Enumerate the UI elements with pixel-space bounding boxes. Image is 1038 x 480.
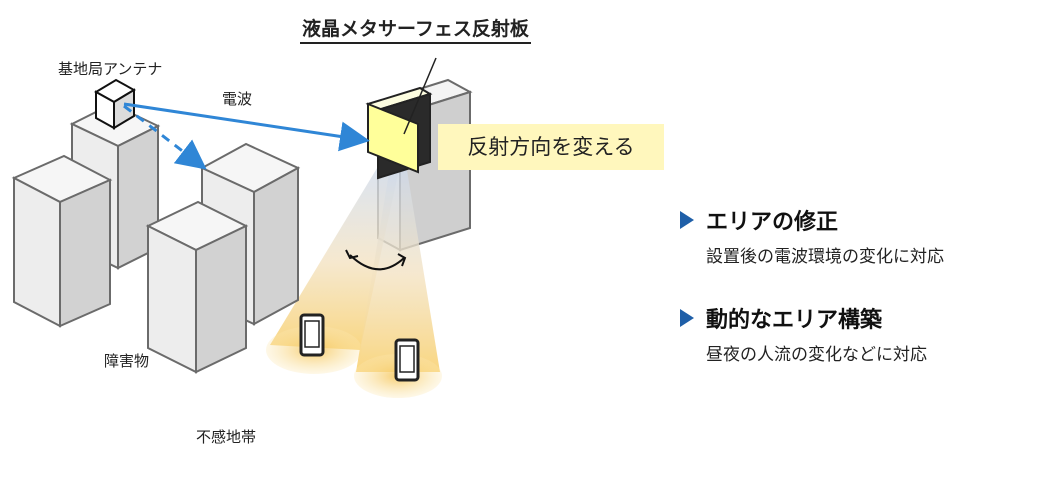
smartphone-icon xyxy=(394,338,420,382)
reflect-direction-callout: 反射方向を変える xyxy=(438,124,664,170)
building-far-left xyxy=(11,154,113,328)
base-station-antenna-icon xyxy=(94,78,136,130)
antenna-label: 基地局アンテナ xyxy=(58,60,163,78)
reflector-title: 液晶メタサーフェス反射板 xyxy=(300,14,531,44)
bullet-heading: 動的なエリア構築 xyxy=(706,308,883,333)
obstacle-label: 障害物 xyxy=(104,352,150,370)
triangle-bullet-icon xyxy=(680,211,694,229)
bullet-detail: 昼夜の人流の変化などに対応 xyxy=(706,345,927,365)
lc-metasurface-reflector xyxy=(365,86,433,180)
bullet-detail: 設置後の電波環境の変化に対応 xyxy=(706,247,944,267)
bullet-area-correction: エリアの修正 設置後の電波環境の変化に対応 xyxy=(680,204,944,267)
dead-zone-label: 不感地帯 xyxy=(196,428,257,446)
wave-label: 電波 xyxy=(222,90,253,108)
bullet-heading: エリアの修正 xyxy=(706,210,839,235)
bullet-dynamic-area: 動的なエリア構築 昼夜の人流の変化などに対応 xyxy=(680,302,927,365)
reflected-beams xyxy=(266,150,442,398)
radio-wave-arrow xyxy=(123,102,370,152)
triangle-bullet-icon xyxy=(680,309,694,327)
smartphone-icon xyxy=(299,313,325,357)
building-obstacle xyxy=(145,200,249,374)
title-leader-line xyxy=(403,57,437,135)
blocked-wave-arrow xyxy=(123,104,207,170)
